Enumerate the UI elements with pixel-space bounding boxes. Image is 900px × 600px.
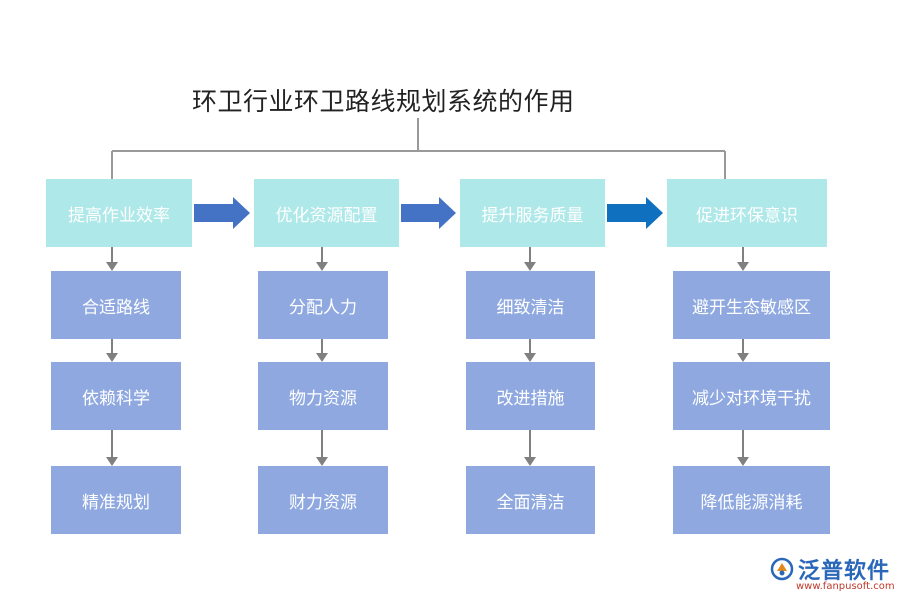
item-box-3-3: 全面清洁 (466, 466, 595, 534)
item-box-4-1: 避开生态敏感区 (673, 271, 830, 339)
heading-box-2: 优化资源配置 (254, 179, 399, 247)
item-box-3-2: 改进措施 (466, 362, 595, 430)
item-box-2-2: 物力资源 (258, 362, 388, 430)
item-box-1-2: 依赖科学 (51, 362, 181, 430)
down-arrows-col-1 (106, 247, 118, 466)
down-arrows-col-4 (737, 247, 749, 466)
item-box-1-1: 合适路线 (51, 271, 181, 339)
flow-arrow-3 (607, 197, 663, 229)
brand-url: www.fanpusoft.com (796, 581, 895, 592)
diagram-title: 环卫行业环卫路线规划系统的作用 (192, 87, 575, 116)
down-arrows-col-2 (316, 247, 328, 466)
flow-arrow-1 (194, 197, 250, 229)
heading-box-1: 提高作业效率 (46, 179, 192, 247)
item-box-1-3: 精准规划 (51, 466, 181, 534)
heading-box-4: 促进环保意识 (667, 179, 827, 247)
item-box-4-3: 降低能源消耗 (673, 466, 830, 534)
brand-name: 泛普软件 (798, 559, 891, 584)
down-arrows-col-3 (524, 247, 536, 466)
flow-arrow-2 (401, 197, 456, 229)
item-box-4-2: 减少对环境干扰 (673, 362, 830, 430)
brand-logo: 泛普软件 (770, 553, 890, 585)
item-box-2-1: 分配人力 (258, 271, 388, 339)
brand-logo-icon (770, 557, 794, 581)
item-box-3-1: 细致清洁 (466, 271, 595, 339)
item-box-2-3: 财力资源 (258, 466, 388, 534)
heading-box-3: 提升服务质量 (460, 179, 605, 247)
